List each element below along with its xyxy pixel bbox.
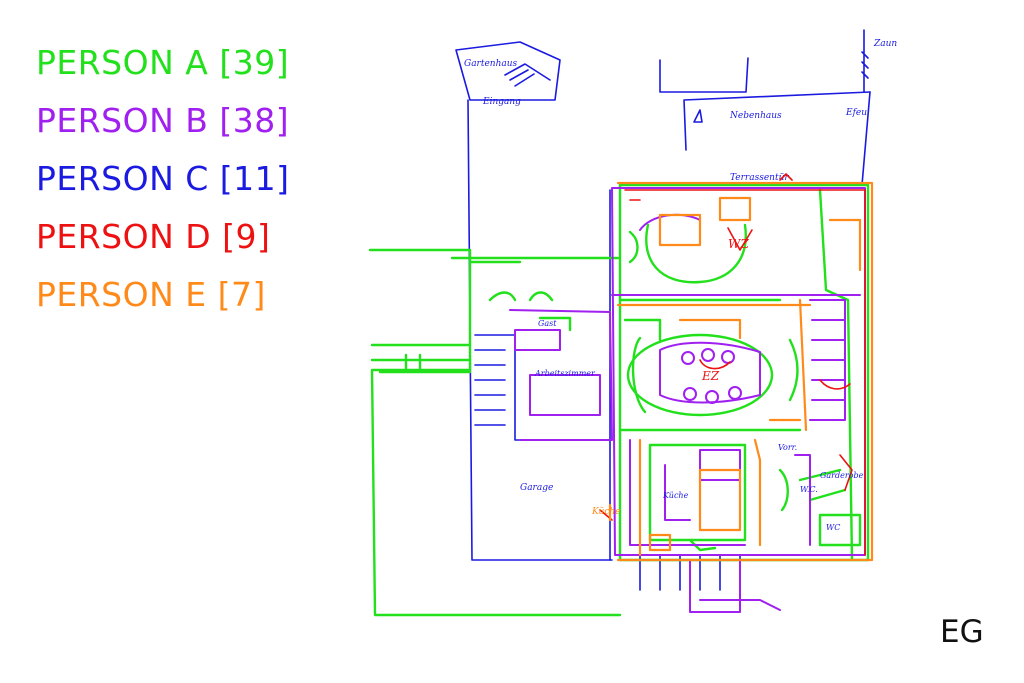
floor-label: EG xyxy=(940,614,984,650)
svg-text:WC: WC xyxy=(826,523,840,532)
svg-text:EZ: EZ xyxy=(701,369,720,383)
person-d-sketch xyxy=(599,173,866,556)
legend-item-person-d: PERSON D [9] xyxy=(36,217,271,256)
svg-text:Küche: Küche xyxy=(662,491,689,500)
person-e-labels: Küche xyxy=(591,507,621,517)
svg-text:Eingang: Eingang xyxy=(482,97,521,107)
person-e-sketch xyxy=(608,181,874,562)
room-labels: Gast Arbeitszimmer Küche Vorr. Garderobe… xyxy=(534,319,864,532)
person-a-sketch xyxy=(368,183,870,617)
svg-text:Terrassentür: Terrassentür xyxy=(730,173,789,183)
legend-item-person-e: PERSON E [7] xyxy=(36,275,266,314)
svg-text:Garage: Garage xyxy=(520,483,553,493)
svg-text:Efeu: Efeu xyxy=(845,108,867,118)
legend-item-person-a: PERSON A [39] xyxy=(36,43,290,82)
person-c-labels: Gartenhaus Eingang Nebenhaus Efeu Zaun T… xyxy=(464,39,897,493)
legend: PERSON A [39] PERSON B [38] PERSON C [11… xyxy=(36,34,290,324)
legend-item-person-b: PERSON B [38] xyxy=(36,101,290,140)
svg-text:Vorr.: Vorr. xyxy=(778,443,797,452)
svg-text:WZ: WZ xyxy=(728,237,749,251)
svg-text:Gartenhaus: Gartenhaus xyxy=(464,59,518,69)
person-d-labels: WZ EZ xyxy=(701,237,749,383)
svg-text:W.C.: W.C. xyxy=(800,485,818,494)
legend-item-person-c: PERSON C [11] xyxy=(36,159,290,198)
svg-text:Nebenhaus: Nebenhaus xyxy=(729,111,782,121)
svg-text:Zaun: Zaun xyxy=(873,39,897,49)
svg-text:Gast: Gast xyxy=(538,319,557,328)
svg-text:Garderobe: Garderobe xyxy=(820,471,864,480)
svg-text:Küche: Küche xyxy=(591,507,621,517)
person-b-sketch xyxy=(509,187,866,613)
svg-text:Arbeitszimmer: Arbeitszimmer xyxy=(534,369,596,378)
